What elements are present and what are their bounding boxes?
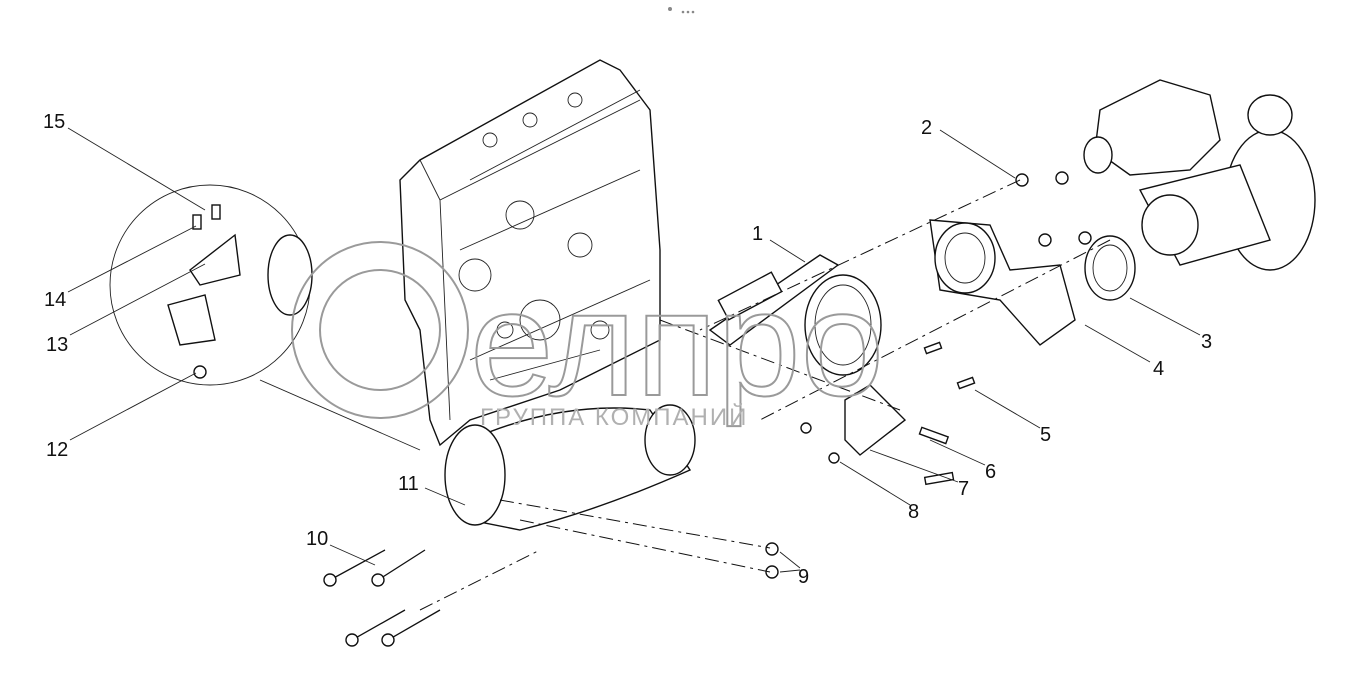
- watermark: елпро ГРУППА КОМПАНИЙ: [291, 241, 885, 431]
- callout-8: 8: [908, 501, 919, 523]
- part-6-bracket: [844, 384, 907, 456]
- callout-11: 11: [398, 473, 419, 495]
- watermark-subtitle: ГРУППА КОМПАНИЙ: [480, 403, 748, 431]
- leader-lines: [67, 127, 1201, 573]
- callout-3: 3: [1201, 331, 1212, 353]
- part-10-bolts: [323, 549, 441, 647]
- callout-2: 2: [921, 117, 932, 139]
- callout-labels: 1 2 3 4 5 6 7 8 9 10 11 12 13 14 15: [43, 111, 1212, 588]
- part-3-gasket: [1084, 235, 1136, 301]
- part-1-exhaust-brake: [708, 254, 882, 376]
- callout-1: 1: [752, 223, 763, 245]
- turbocharger: [1083, 79, 1316, 271]
- part-5-studs: [923, 341, 976, 390]
- callout-6: 6: [985, 461, 996, 483]
- assembly-axes: [259, 179, 1111, 611]
- part-3-gasket-inner: [1092, 244, 1128, 292]
- callout-5: 5: [1040, 424, 1051, 446]
- callout-10: 10: [306, 528, 328, 550]
- watermark-logo-ring: [291, 241, 469, 419]
- callout-14: 14: [44, 289, 66, 311]
- part-2-nuts: [1015, 171, 1092, 247]
- detail-bracket-assembly: [109, 184, 313, 386]
- callout-15: 15: [43, 111, 65, 133]
- part-9-bolts: [765, 542, 779, 579]
- part-8-nuts: [800, 422, 840, 464]
- callout-13: 13: [46, 334, 68, 356]
- callout-9: 9: [798, 566, 809, 588]
- callout-12: 12: [46, 439, 68, 461]
- part-7-bolts: [918, 426, 955, 486]
- watermark-logo: елпро: [470, 259, 884, 427]
- callout-7: 7: [958, 478, 969, 500]
- part-11-exhaust-pipe: [444, 404, 696, 531]
- callout-4: 4: [1153, 358, 1164, 380]
- part-4-elbow: [929, 219, 1076, 346]
- watermark-logo-ring-inner: [319, 269, 441, 391]
- top-mark: [668, 7, 695, 14]
